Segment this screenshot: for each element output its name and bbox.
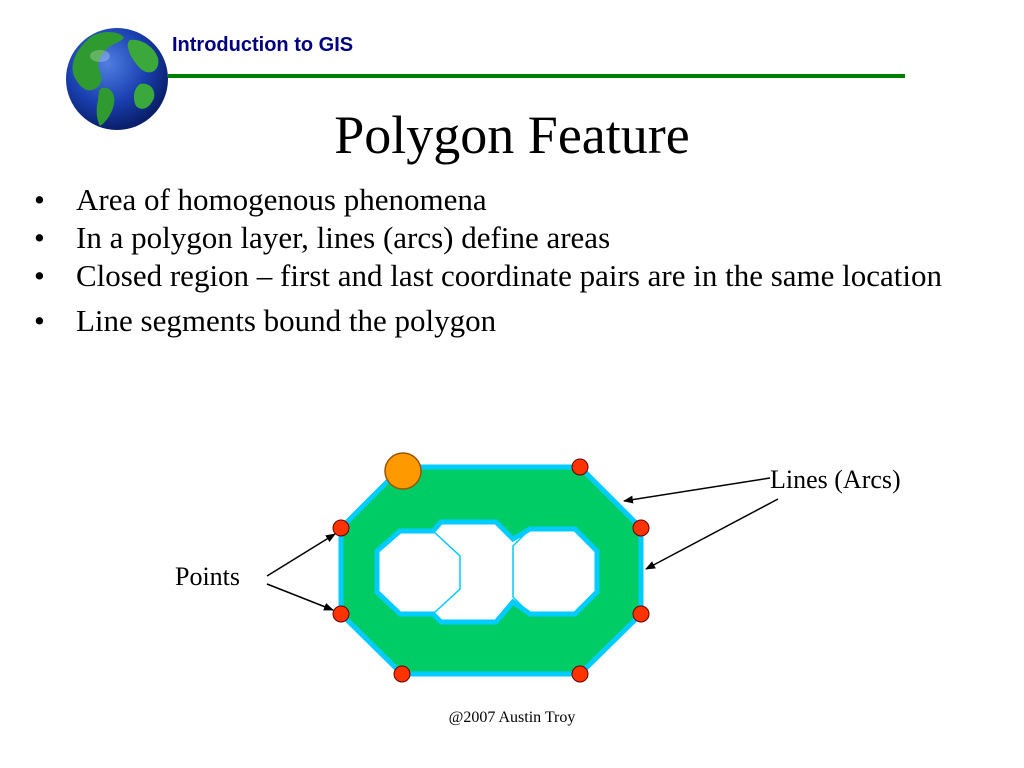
label-lines-arcs: Lines (Arcs) [770, 465, 901, 494]
course-title: Introduction to GIS [172, 34, 354, 56]
bullet-text: Line segments bound the polygon [76, 303, 497, 338]
bullet-item: • In a polygon layer, lines (arcs) define… [34, 219, 994, 256]
footer-copyright: @2007 Austin Troy [448, 709, 576, 726]
bullet-text: In a polygon layer, lines (arcs) define … [76, 220, 611, 255]
interior-arc-left [432, 530, 461, 615]
vertex-point [571, 458, 589, 476]
bullet-text: Area of homogenous phenomena [76, 182, 487, 217]
vertex-point [632, 519, 650, 537]
bullet-glyph: • [34, 303, 45, 338]
interior-arc-right [512, 528, 531, 615]
arrow-points-1 [266, 533, 336, 577]
bullet-list: • Area of homogenous phenomena • In a poly… [34, 181, 994, 340]
slide-title: Polygon Feature [334, 105, 690, 165]
vertex-point [393, 665, 411, 683]
arrow-lines-2 [645, 498, 779, 570]
bullet-glyph: • [34, 258, 45, 293]
arrow-lines-1 [623, 477, 771, 504]
start-vertex-point [384, 452, 422, 490]
header-divider [168, 74, 905, 78]
vertex-point [632, 605, 650, 623]
vertex-point [571, 665, 589, 683]
polygon-shape [338, 464, 644, 677]
bullet-item: • Area of homogenous phenomena [34, 181, 994, 218]
bullet-glyph: • [34, 182, 45, 217]
vertex-point [332, 605, 350, 623]
vertex-point [332, 519, 350, 537]
polygon-diagram [266, 452, 779, 683]
bullet-glyph: • [34, 220, 45, 255]
label-points: Points [175, 562, 241, 591]
bullet-text: Closed region – first and last coordinat… [76, 258, 943, 293]
bullet-item: • Closed region – first and last coordina… [34, 257, 994, 294]
globe-icon [66, 28, 168, 130]
bullet-item: • Line segments bound the polygon [34, 302, 994, 339]
arrow-points-2 [266, 583, 334, 611]
